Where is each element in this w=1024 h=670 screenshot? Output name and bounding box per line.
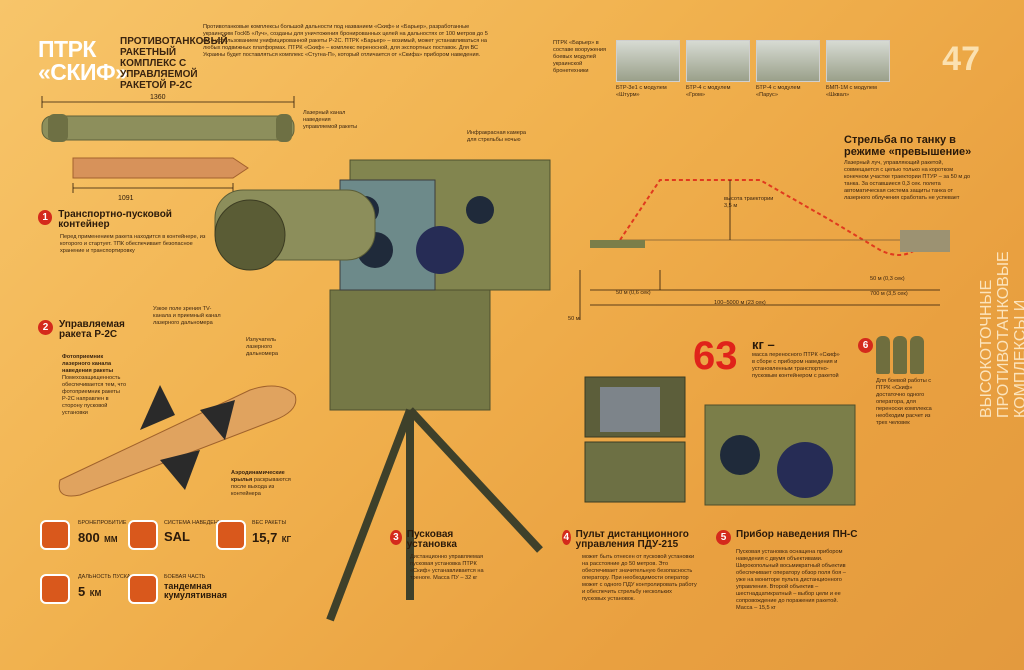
section-title: Управляемая ракета Р-2С: [59, 319, 125, 340]
section-title: Пусковая установка: [406, 529, 457, 550]
distance-vertical: 50 м: [568, 316, 580, 322]
vehicle-image: [756, 40, 820, 82]
spec-range: ДАЛЬНОСТЬ ПУСКА 5 КМ: [40, 574, 131, 604]
vehicle-image: [616, 40, 680, 82]
section-number-badge: 2: [38, 320, 53, 335]
section-2: 2 Управляемая ракета Р-2С: [38, 320, 208, 340]
distance-50m-start: 50 м (0,6 сек): [616, 290, 651, 296]
section-title: Прибор наведения ПН-С: [736, 529, 858, 540]
section-6-badge: 6: [858, 338, 873, 353]
mass-unit: кг –: [752, 337, 775, 352]
overflight-text: Лазерный луч, управляющий ракетой, совме…: [844, 160, 971, 201]
soldier-icon: [893, 336, 907, 374]
callout-laser-channel: Лазерный канал наведения управляемой рак…: [303, 110, 358, 130]
callout-rangefinder: Излучатель лазерного дальномера: [246, 337, 278, 357]
section-text: Перед применением ракета находится в кон…: [60, 234, 206, 254]
launcher-graphic: [214, 159, 551, 622]
distance-50m-end: 50 м (0,3 сек): [870, 276, 905, 282]
dim-missile-label: 1091: [118, 195, 134, 202]
section-6-text: Для боевой работы с ПТРК «Скиф» достаточ…: [876, 378, 932, 426]
vehicle-card: БТР-4 с модулем «Парус»: [756, 40, 820, 99]
spec-missile-weight: ВЕС РАКЕТЫ 15,7 КГ: [216, 520, 291, 550]
distance-700m: 700 м (3,5 сек): [870, 291, 908, 297]
warhead-icon: [128, 574, 158, 604]
section-title: Пульт дистанционного управления ПДУ-215: [575, 529, 689, 550]
mass-value: 63: [693, 334, 738, 378]
page-number: 47: [942, 40, 980, 78]
page-subtitle: ПРОТИВОТАНКОВЫЙ РАКЕТНЫЙ КОМПЛЕКС С УПРА…: [120, 36, 228, 91]
photodetector-callout: Фотоприемник лазерного канала наведения …: [62, 354, 127, 416]
missile-r2c-graphic: [58, 385, 297, 497]
soldier-icon: [876, 336, 890, 374]
missile-dimension-graphic: [41, 96, 295, 193]
callout-ir-camera: Инфракрасная камера для стрельбы ночью: [467, 130, 527, 143]
spec-guidance: СИСТЕМА НАВЕДЕНИЯ SAL: [128, 520, 226, 550]
section-number-badge: 4: [562, 530, 571, 545]
section-number-badge: 5: [716, 530, 731, 545]
overflight-title: Стрельба по танку в режиме «превышение»: [844, 134, 972, 158]
vehicle-card: БТР-3е1 с модулем «Штурм»: [616, 40, 680, 99]
section-3: 3 Пусковая установка Дистанционно управл…: [390, 530, 485, 582]
tank-icon: [40, 574, 70, 604]
mass-text: масса переносного ПТРК «Скиф» в сборе с …: [752, 352, 840, 379]
intro-text: Противотанковые комплексы большой дально…: [203, 24, 488, 58]
vehicles-intro: ПТРК «Барьер» в составе вооружения боевы…: [553, 40, 607, 74]
weight-icon: [216, 520, 246, 550]
section-title: Транспортно-пусковой контейнер: [58, 209, 172, 230]
spec-armor: БРОНЕПРОБИТИЕ 800 ММ: [40, 520, 126, 550]
spec-warhead: БОЕВАЯ ЧАСТЬ тандемная кумулятивная: [128, 574, 227, 604]
guidance-device-graphic: [704, 404, 856, 506]
trajectory-diagram: [579, 179, 950, 320]
wings-callout: Аэродинамические крылья раскрываются пос…: [231, 470, 291, 497]
vehicle-image: [686, 40, 750, 82]
crosshair-icon: [128, 520, 158, 550]
vehicle-strip: БТР-3е1 с модулем «Штурм» БТР-4 с модуле…: [616, 40, 890, 99]
distance-range: 100–5000 м (23 сек): [714, 300, 766, 306]
remote-control-graphic: [584, 376, 686, 503]
callout-narrow-field: Узкое поле зрения TV-канала и приемный к…: [153, 306, 221, 326]
soldier-icons: [876, 336, 924, 374]
dim-total-label: 1360: [150, 94, 166, 101]
section-text: Дистанционно управляемая пусковая устано…: [410, 554, 484, 581]
section-4: 4 Пульт дистанционного управления ПДУ-21…: [562, 530, 702, 603]
section-number-badge: 1: [38, 210, 53, 225]
vehicle-image: [826, 40, 890, 82]
trajectory-height-label: высота траектории 3,5 м: [724, 196, 774, 209]
section-5: 5 Прибор наведения ПН-С Пусковая установ…: [716, 530, 866, 612]
penetration-icon: [40, 520, 70, 550]
side-section-title: ВЫСОКОТОЧНЫЕ ПРОТИВОТАНКОВЫЕ КОМПЛЕКСЫ И…: [978, 251, 1024, 418]
vehicle-card: БТР-4 с модулем «Гром»: [686, 40, 750, 99]
soldier-icon: [910, 336, 924, 374]
page-title: ПТРК «СКИФ»: [38, 36, 128, 85]
section-text: Пусковая установка оснащена прибором нав…: [736, 549, 846, 611]
section-1: 1 Транспортно-пусковой контейнер Перед п…: [38, 210, 218, 255]
section-text: может быть отнесен от пусковой установки…: [582, 554, 697, 602]
vehicle-card: БМП-1М с модулем «Шквал»: [826, 40, 890, 99]
section-number-badge: 3: [390, 530, 402, 545]
